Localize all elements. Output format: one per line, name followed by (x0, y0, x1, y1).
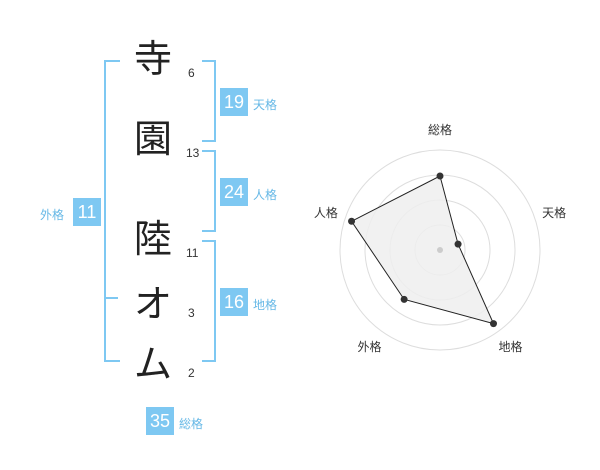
chikaku-value: 16 (220, 288, 248, 316)
jinkaku-bracket (202, 150, 216, 232)
radar-center (437, 247, 443, 253)
stroke-count-2: 13 (186, 146, 200, 160)
jinkaku-value: 24 (220, 178, 248, 206)
name-char-1: 寺 (133, 37, 172, 81)
gaikaku-bracket (104, 60, 120, 362)
stroke-count-1: 6 (188, 66, 195, 80)
radar-axis-label-2: 天格 (542, 205, 566, 220)
tenkaku-label: 天格 (253, 98, 278, 112)
radar-axis-label-4: 外格 (357, 339, 381, 354)
chikaku-label: 地格 (253, 298, 278, 312)
name-char-3: 陸 (133, 217, 172, 261)
radar-point-5 (348, 217, 356, 225)
stroke-count-4: 3 (188, 306, 195, 320)
radar-point-4 (400, 295, 408, 303)
name-char-5: ム (133, 342, 172, 386)
stroke-count-3: 11 (186, 246, 199, 260)
gaikaku-value: 11 (73, 198, 101, 226)
chikaku-bracket (202, 240, 216, 362)
radar-axis-label-1: 総格 (428, 122, 452, 137)
tenkaku-value: 19 (220, 88, 248, 116)
radar-ring-4 (339, 149, 541, 351)
stroke-count-5: 2 (188, 366, 195, 380)
radar-axis-label-3: 地格 (499, 339, 523, 354)
gaikaku-bracket-tick (104, 297, 118, 299)
radar-point-2 (454, 240, 462, 248)
name-char-4: オ (133, 282, 172, 326)
soukaku-value: 35 (146, 407, 174, 435)
name-char-2: 園 (133, 117, 172, 161)
tenkaku-bracket (202, 60, 216, 142)
radar-area (350, 175, 495, 325)
gaikaku-label: 外格 (40, 208, 65, 222)
radar-axis-label-5: 人格 (314, 205, 338, 220)
radar-point-1 (436, 172, 444, 180)
soukaku-label: 総格 (179, 417, 204, 431)
jinkaku-label: 人格 (253, 188, 278, 202)
radar-point-3 (489, 320, 497, 328)
